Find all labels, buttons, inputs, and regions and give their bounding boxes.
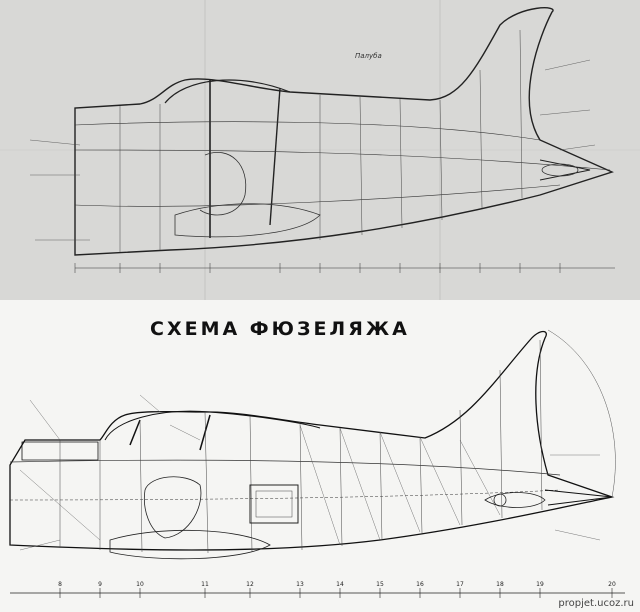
fuselage-outline xyxy=(74,7,614,256)
diagram-title: СХЕМА ФЮЗЕЛЯЖА xyxy=(150,318,410,340)
leader-lines xyxy=(29,59,596,241)
pilot-seat xyxy=(143,476,202,539)
fuselage-outline xyxy=(9,330,615,551)
longeron-line xyxy=(74,184,561,207)
station-label: 9 xyxy=(98,581,102,588)
upper-drawing-sheet: Палуба xyxy=(0,0,640,300)
wing-root xyxy=(174,203,321,238)
station-label: 19 xyxy=(536,581,544,588)
station-label: 16 xyxy=(416,581,424,588)
station-label: 18 xyxy=(496,581,504,588)
frame-lines xyxy=(59,339,543,554)
frame-line xyxy=(269,87,281,226)
station-label: 11 xyxy=(201,581,209,588)
leader-lines xyxy=(19,394,601,551)
tail-wheel xyxy=(493,493,507,507)
access-hatch-inner xyxy=(255,490,293,518)
station-label: 20 xyxy=(608,581,616,588)
station-labels: 8 9 10 11 12 13 14 15 16 17 18 19 20 xyxy=(58,581,616,588)
tail-wheel-bay xyxy=(541,163,579,177)
cockpit-seat xyxy=(199,152,247,216)
station-label: 10 xyxy=(136,581,144,588)
station-label: 17 xyxy=(456,581,464,588)
canopy-frame xyxy=(199,414,211,451)
longeron-line xyxy=(9,459,561,476)
tail-cone xyxy=(544,489,613,506)
station-ticks xyxy=(59,588,613,598)
access-hatch xyxy=(249,484,299,524)
rudder-arc xyxy=(547,329,616,498)
station-label: 14 xyxy=(336,581,344,588)
canopy-outline xyxy=(164,79,291,104)
lower-fuselage-drawing: 8 9 10 11 12 13 14 15 16 17 18 19 20 xyxy=(9,329,625,598)
station-label: 13 xyxy=(296,581,304,588)
station-lines xyxy=(119,29,523,252)
diagonal-bracing xyxy=(19,424,501,546)
tail-cone xyxy=(539,159,591,181)
lower-drawing-sheet: СХЕМА ФЮЗЕЛЯЖА xyxy=(0,300,640,612)
longeron-line xyxy=(74,121,541,141)
longeron-line xyxy=(74,149,611,171)
canopy-outline xyxy=(104,410,321,441)
wing-root xyxy=(109,529,271,560)
longeron-line xyxy=(9,489,561,501)
station-label: 8 xyxy=(58,581,62,588)
tail-wheel-bay xyxy=(484,492,546,508)
watermark-url: propjet.ucoz.ru xyxy=(558,598,634,609)
dimension-ticks xyxy=(74,263,561,273)
station-label: 15 xyxy=(376,581,384,588)
canopy-frame xyxy=(129,419,141,446)
station-label: 12 xyxy=(246,581,254,588)
upper-fuselage-drawing xyxy=(0,0,640,300)
upper-caption: Палуба xyxy=(355,52,382,60)
gun-bay-panel xyxy=(21,441,99,461)
